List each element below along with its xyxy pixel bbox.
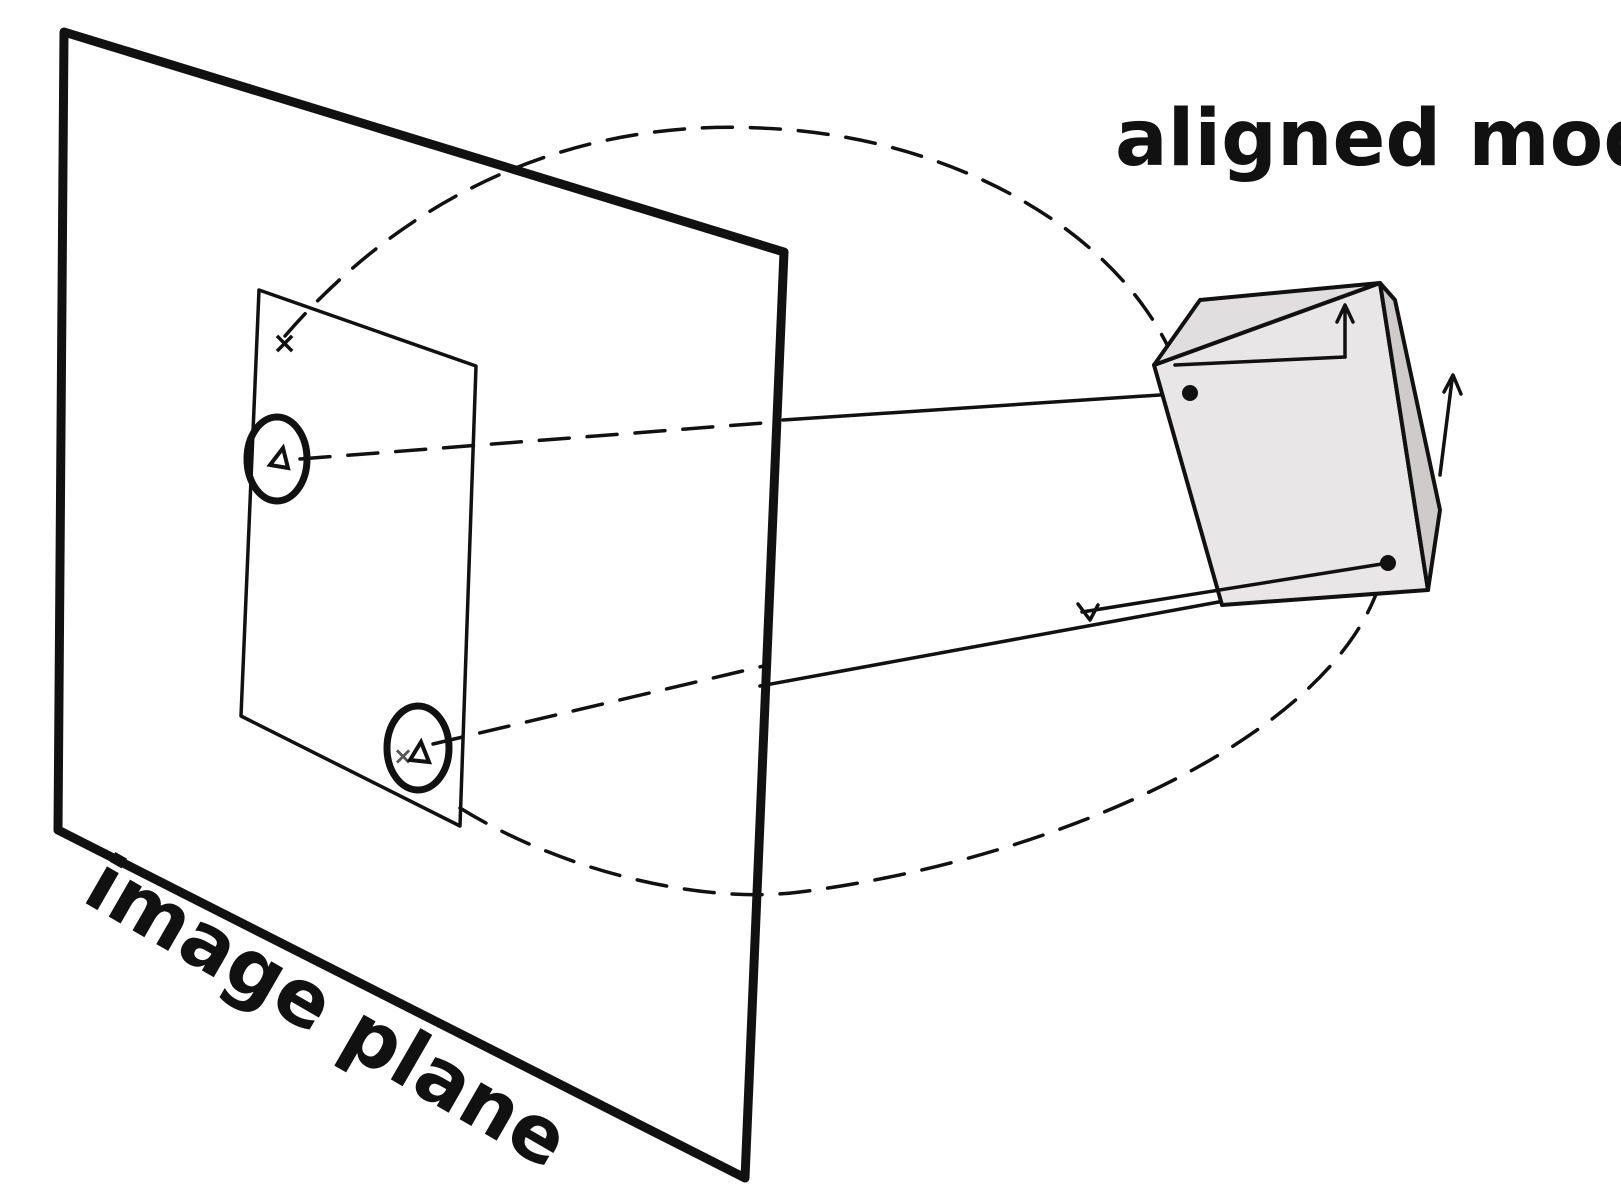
image-plane-frame [53, 27, 789, 1183]
feature-arrow-lower [1076, 561, 1390, 622]
circled-marker-upper [243, 413, 311, 505]
aligned-model-label: aligned model [1115, 94, 1621, 184]
circled-marker-lower [383, 702, 453, 794]
feature-arrow-right [1438, 373, 1463, 477]
dashed-ray-upper [298, 420, 778, 461]
dashed-ray-lower [431, 663, 770, 746]
solid-ray-lower [758, 597, 1237, 688]
model-point-upper [1182, 385, 1198, 401]
feature-arrow-top [1335, 303, 1355, 359]
x-mark-top: × [272, 326, 297, 361]
solid-ray-upper [781, 391, 1192, 422]
dashed-alignment-loop [283, 125, 1177, 364]
inner-image-frame [239, 288, 478, 828]
cube-side-face [1378, 281, 1442, 592]
triangle-marker-lower [406, 737, 433, 765]
dashed-alignment-loop-lower [458, 581, 1382, 897]
x-mark-lower: × [393, 742, 413, 770]
image-plane-label: image plane [71, 839, 584, 1187]
cube-top-face [1152, 281, 1382, 367]
feature-line-top [1173, 355, 1347, 367]
triangle-marker-upper [266, 443, 291, 471]
